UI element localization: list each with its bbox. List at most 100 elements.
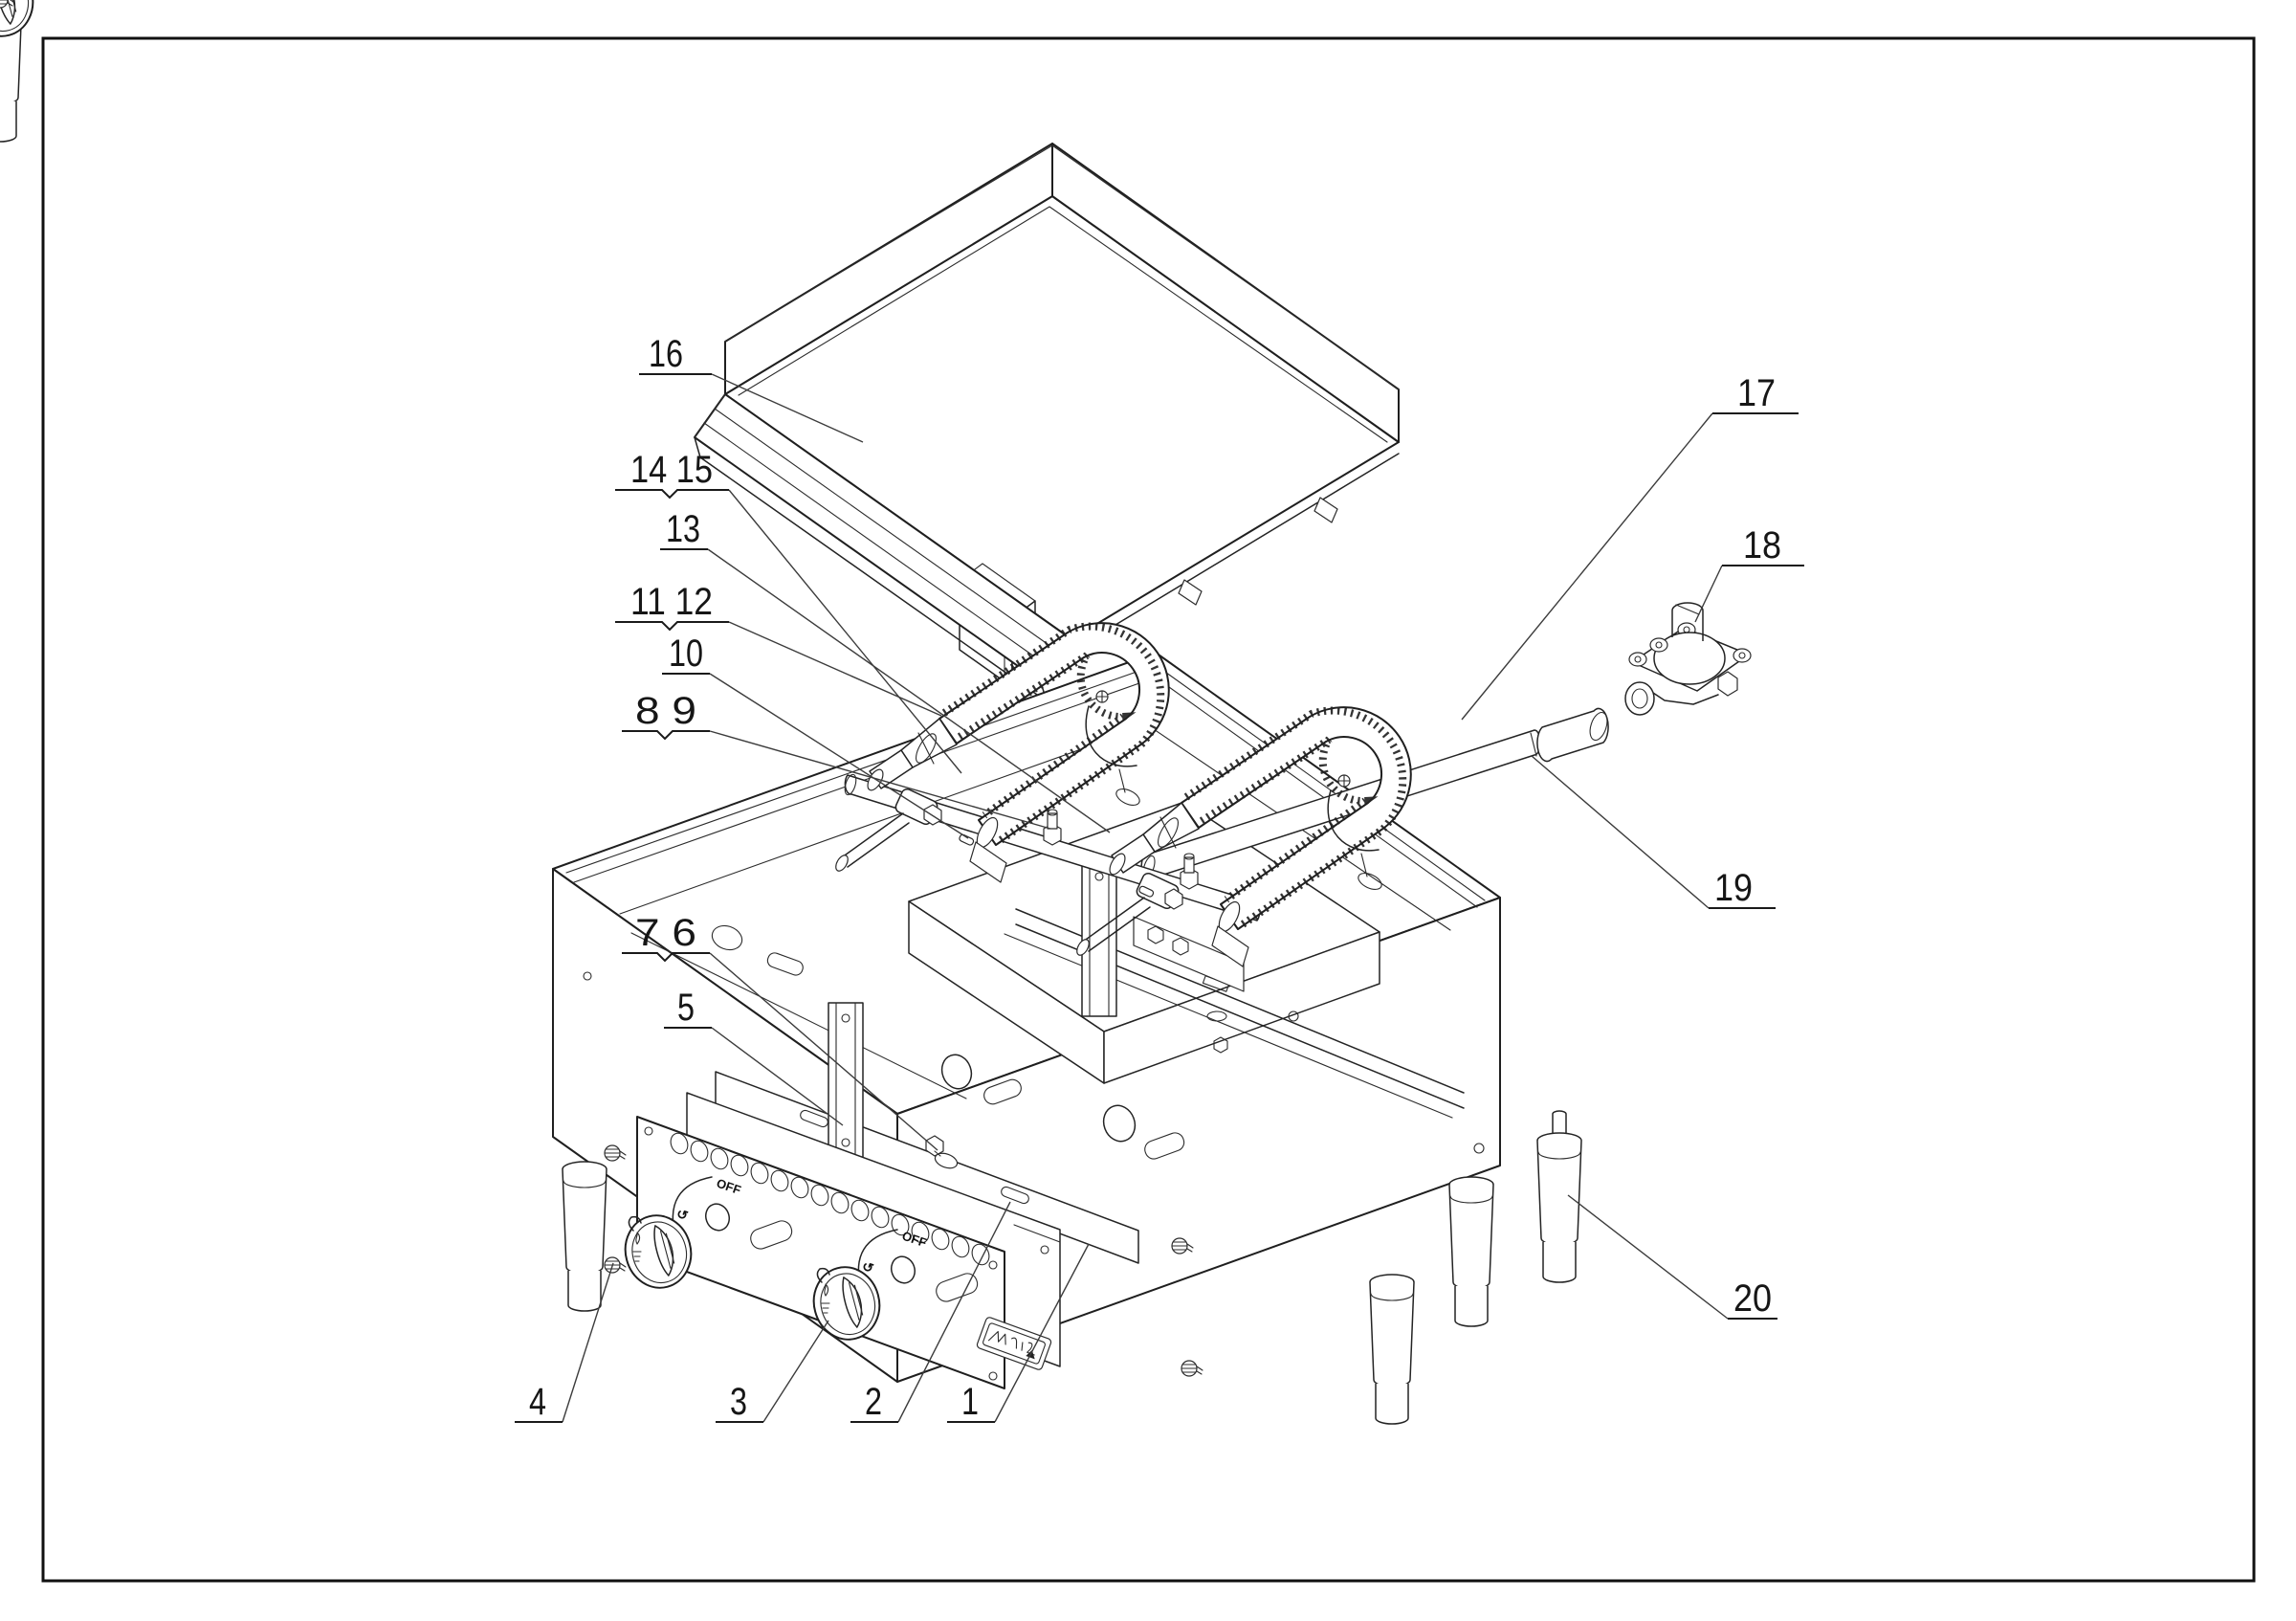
callout-11-12: 11 12	[615, 581, 942, 717]
part-number-label: 1	[961, 1381, 979, 1423]
pipe-end-cap	[1536, 707, 1609, 763]
callout-10: 10	[662, 633, 969, 839]
knob-pointer-wing	[0, 0, 16, 25]
part-number-label: 13	[666, 508, 700, 550]
gas-manifold-assembly	[835, 773, 1261, 956]
leader-line	[709, 673, 969, 839]
leader-line	[562, 1262, 614, 1423]
regulator-inlet	[1624, 681, 1655, 716]
callout-19: 19	[1531, 755, 1776, 909]
leader-line	[709, 952, 938, 1151]
griddle-surface	[724, 195, 1400, 640]
leader-line	[728, 489, 962, 774]
knob-shaft-hole	[890, 1255, 916, 1284]
panel-slot	[750, 1220, 793, 1250]
burner-valve	[835, 788, 942, 872]
leg-detached	[1536, 1110, 1582, 1283]
part-number-label: 17	[1737, 372, 1776, 414]
leader-line	[707, 548, 1111, 833]
face-hole-slot	[983, 1078, 1022, 1105]
callout-underline	[615, 621, 729, 632]
face-hole-round	[1102, 1104, 1137, 1143]
part-number-label: 8 9	[635, 690, 696, 732]
regulator-union-nut	[1717, 671, 1738, 697]
leg-under-left	[562, 1161, 607, 1312]
callout-17: 17	[1461, 372, 1799, 721]
control-panel-face	[636, 1116, 1005, 1389]
part-number-label: 2	[865, 1381, 882, 1423]
part-number-label: 19	[1714, 867, 1753, 909]
callout-13: 13	[660, 508, 1111, 833]
rotate-arrow-icon: ↺	[674, 1206, 690, 1224]
vent-hole-row	[670, 1132, 990, 1266]
venturi-air-shutter	[867, 718, 958, 791]
leader-line	[897, 1201, 1011, 1423]
regulator-dome	[1653, 632, 1726, 685]
leader-line	[711, 373, 864, 443]
knob-shaft-hole	[704, 1203, 731, 1232]
callout-14-15: 14 15	[615, 449, 962, 774]
face-hole-round	[940, 1054, 973, 1090]
callout-underline	[622, 730, 710, 741]
callout-8-9: 8 9	[622, 690, 1051, 830]
callout-7-6: 7 6	[622, 912, 938, 1151]
leader-line	[994, 1243, 1090, 1423]
callout-layer: 16 14 15 13 11 12 10 8 9 7 6 5 4 3 2 1 17 18 19 20	[515, 333, 1804, 1423]
orifice-fitting	[1043, 809, 1062, 846]
manifold-support-post	[1081, 860, 1117, 1017]
burner-valve	[1076, 872, 1183, 956]
orifice-fitting	[1180, 853, 1199, 890]
leader-line	[1694, 565, 1723, 623]
part-number-label: 3	[730, 1381, 747, 1423]
face-hole-slot	[1144, 1132, 1185, 1160]
part-number-label: 18	[1743, 524, 1781, 566]
callout-underline	[622, 952, 710, 963]
callout-16: 16	[639, 333, 864, 443]
burner-end-bracket	[969, 841, 1007, 883]
leader-line	[1567, 1194, 1729, 1320]
part-number-label: 5	[677, 987, 695, 1029]
combustion-chamber	[908, 801, 1380, 1084]
griddle-plate-part	[694, 143, 1400, 702]
rotate-arrow-icon: ↺	[860, 1258, 875, 1277]
burner-tube-left	[867, 622, 1170, 883]
callout-20: 20	[1567, 1194, 1777, 1320]
panel-slot	[936, 1273, 979, 1302]
drawing-border	[41, 36, 2256, 1583]
callout-2: 2	[850, 1201, 1011, 1423]
leg-under-right	[1448, 1176, 1494, 1327]
part-number-label: 7 6	[635, 912, 696, 954]
callout-18: 18	[1694, 524, 1804, 623]
part-number-label: 16	[649, 333, 683, 375]
callout-underline	[615, 489, 729, 500]
leader-line	[762, 1320, 829, 1423]
screw	[0, 0, 14, 9]
callout-4: 4	[515, 1262, 614, 1423]
part-number-label: 14 15	[630, 449, 713, 491]
part-number-label: 20	[1733, 1277, 1772, 1320]
interior-wall-hole	[711, 924, 743, 951]
callout-5: 5	[664, 987, 844, 1126]
leader-line	[1461, 412, 1713, 721]
leader-line	[1531, 755, 1710, 909]
part-number-label: 10	[669, 633, 703, 675]
callout-1: 1	[947, 1243, 1090, 1423]
leader-line	[711, 1027, 844, 1126]
panel-screw	[1181, 1360, 1203, 1377]
control-panel: OFF ↺ OFF ↺	[636, 1116, 1052, 1389]
interior-wall-slot	[766, 952, 804, 976]
leg-front	[1369, 1274, 1415, 1425]
bolt-and-washer	[925, 1135, 959, 1169]
leader-line	[728, 621, 942, 717]
panel-screw	[604, 1256, 627, 1274]
brand-logo-plate	[976, 1317, 1052, 1370]
part-number-label: 11 12	[630, 581, 713, 623]
burner-hanger-bracket	[1085, 690, 1140, 806]
roll-pin	[959, 833, 1155, 898]
pressure-regulator	[1624, 602, 1752, 716]
part-number-label: 4	[529, 1381, 546, 1423]
control-knob	[0, 0, 34, 37]
callout-3: 3	[716, 1320, 829, 1423]
